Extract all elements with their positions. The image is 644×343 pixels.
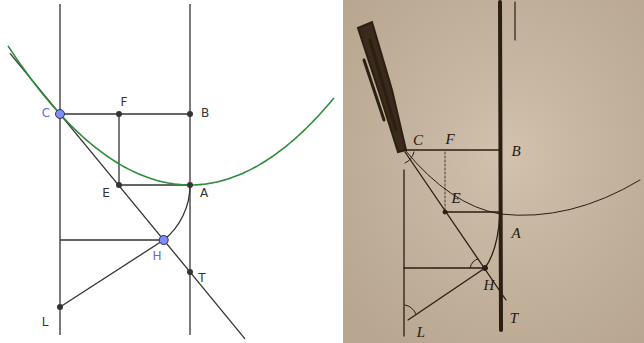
points bbox=[57, 111, 193, 310]
segment-hl bbox=[60, 240, 164, 307]
point-label: F bbox=[121, 96, 128, 108]
point-label: C bbox=[42, 107, 50, 119]
free-point bbox=[159, 236, 168, 245]
segment-h bbox=[60, 239, 164, 240]
point-label: E bbox=[102, 187, 110, 199]
manuscript-letter: H bbox=[484, 278, 495, 293]
vertical-line bbox=[514, 2, 515, 40]
manuscript-sketch bbox=[358, 2, 640, 336]
angle-mark bbox=[470, 259, 478, 268]
point bbox=[187, 182, 193, 188]
segment-fe bbox=[445, 152, 446, 212]
point bbox=[187, 269, 193, 275]
manuscript-letter: T bbox=[510, 311, 518, 326]
vertical-line bbox=[189, 4, 190, 335]
segment-cb bbox=[60, 113, 190, 114]
circle-arc bbox=[164, 185, 190, 240]
circle-arc bbox=[485, 213, 500, 268]
segment-h bbox=[404, 267, 485, 268]
manuscript-letter: E bbox=[451, 191, 460, 206]
manuscript-paper bbox=[343, 0, 644, 343]
point-label: B bbox=[201, 107, 209, 119]
manuscript-letter: C bbox=[413, 133, 423, 148]
parabola-curve bbox=[8, 46, 334, 185]
vertical-line bbox=[500, 2, 501, 330]
segment-hl bbox=[408, 268, 485, 320]
ink-shading bbox=[358, 22, 406, 152]
point bbox=[116, 111, 122, 117]
manuscript-letter: A bbox=[511, 226, 520, 241]
point bbox=[116, 182, 122, 188]
construction bbox=[10, 4, 245, 339]
point bbox=[443, 210, 447, 214]
tangent-line bbox=[405, 152, 506, 300]
manuscript-letter: L bbox=[417, 325, 425, 340]
paper-stain bbox=[343, 0, 644, 343]
point-label: T bbox=[198, 272, 205, 284]
vertical-line bbox=[59, 4, 60, 335]
vertical-line bbox=[403, 170, 404, 336]
point bbox=[57, 304, 63, 310]
point bbox=[483, 266, 488, 271]
manuscript-letter: F bbox=[445, 132, 454, 147]
point bbox=[187, 111, 193, 117]
segment-fe bbox=[118, 114, 119, 185]
ink-shading bbox=[364, 40, 396, 130]
point-label: H bbox=[152, 250, 161, 262]
manuscript-letter: B bbox=[511, 144, 520, 159]
angle-mark bbox=[405, 305, 416, 314]
point-label: L bbox=[42, 316, 49, 328]
curve bbox=[405, 150, 640, 215]
segment-cb bbox=[405, 149, 500, 151]
angle-mark bbox=[405, 152, 414, 163]
free-point bbox=[56, 110, 65, 119]
point-label: A bbox=[200, 187, 208, 199]
